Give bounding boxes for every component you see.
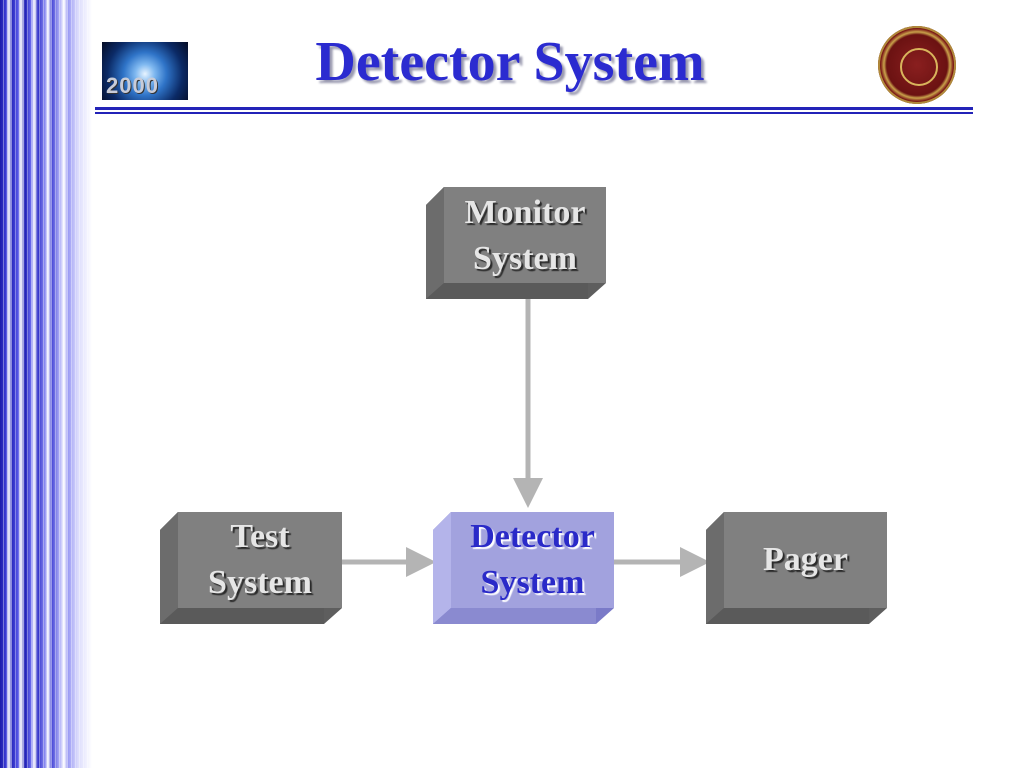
node-test-label: Test System — [178, 514, 342, 606]
node-test-line1: Test — [230, 518, 290, 555]
node-detector-line1: Detector — [470, 518, 595, 555]
node-monitor-system — [426, 187, 606, 299]
node-monitor-line2: System — [473, 240, 577, 277]
globe-2000-logo: 2000 — [102, 42, 188, 100]
node-test-system — [160, 512, 342, 624]
logo-text: 2000 — [106, 73, 159, 98]
title-underline — [95, 107, 973, 110]
node-pager-label: Pager — [724, 537, 887, 583]
page-title: Detector System — [315, 31, 705, 93]
node-monitor-label: Monitor System — [444, 190, 606, 282]
node-pager — [706, 512, 887, 624]
title-underline-secondary — [95, 112, 973, 114]
university-seal-logo — [878, 26, 956, 104]
node-pager-line1: Pager — [763, 541, 848, 578]
node-monitor-line1: Monitor — [464, 194, 586, 231]
node-test-line2: System — [208, 564, 312, 601]
node-detector-label: Detector System — [451, 514, 614, 606]
node-detector-line2: System — [480, 564, 585, 601]
side-stripe-decoration — [0, 0, 92, 768]
node-detector-system — [433, 512, 614, 624]
